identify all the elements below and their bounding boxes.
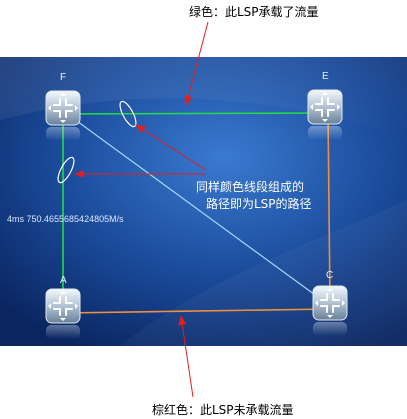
arrow-to-green-top: [184, 21, 209, 106]
router-icon: [45, 288, 81, 340]
link-e-c-orange: [327, 112, 331, 303]
arrow-to-orange-bottom: [178, 315, 194, 398]
highlight-ellipse-left: [57, 156, 75, 184]
annotation-line-1: 同样颜色线段组成的: [196, 180, 305, 194]
annotation-line-2: 路径即为LSP的路径: [206, 197, 312, 211]
caption-green: 绿色：此LSP承载了流量: [189, 5, 319, 19]
link-a-c-orange: [62, 308, 331, 314]
node-label-e: E: [322, 71, 329, 82]
caption-orange: 棕红色：此LSP未承载流量: [152, 403, 294, 417]
link-f-c-blue: [69, 115, 323, 301]
rate-label: 4ms 750.4655685424805M/s: [7, 214, 124, 224]
arrow-to-ellipse-top: [135, 124, 207, 171]
highlight-ellipse-top: [119, 100, 137, 128]
node-label-a: A: [60, 275, 67, 286]
link-f-e-green: [62, 112, 323, 115]
node-label-f: F: [60, 72, 67, 83]
router-icon: [307, 89, 343, 141]
router-icon: [45, 90, 81, 142]
node-label-c: C: [326, 270, 334, 281]
router-icon: [312, 285, 348, 337]
